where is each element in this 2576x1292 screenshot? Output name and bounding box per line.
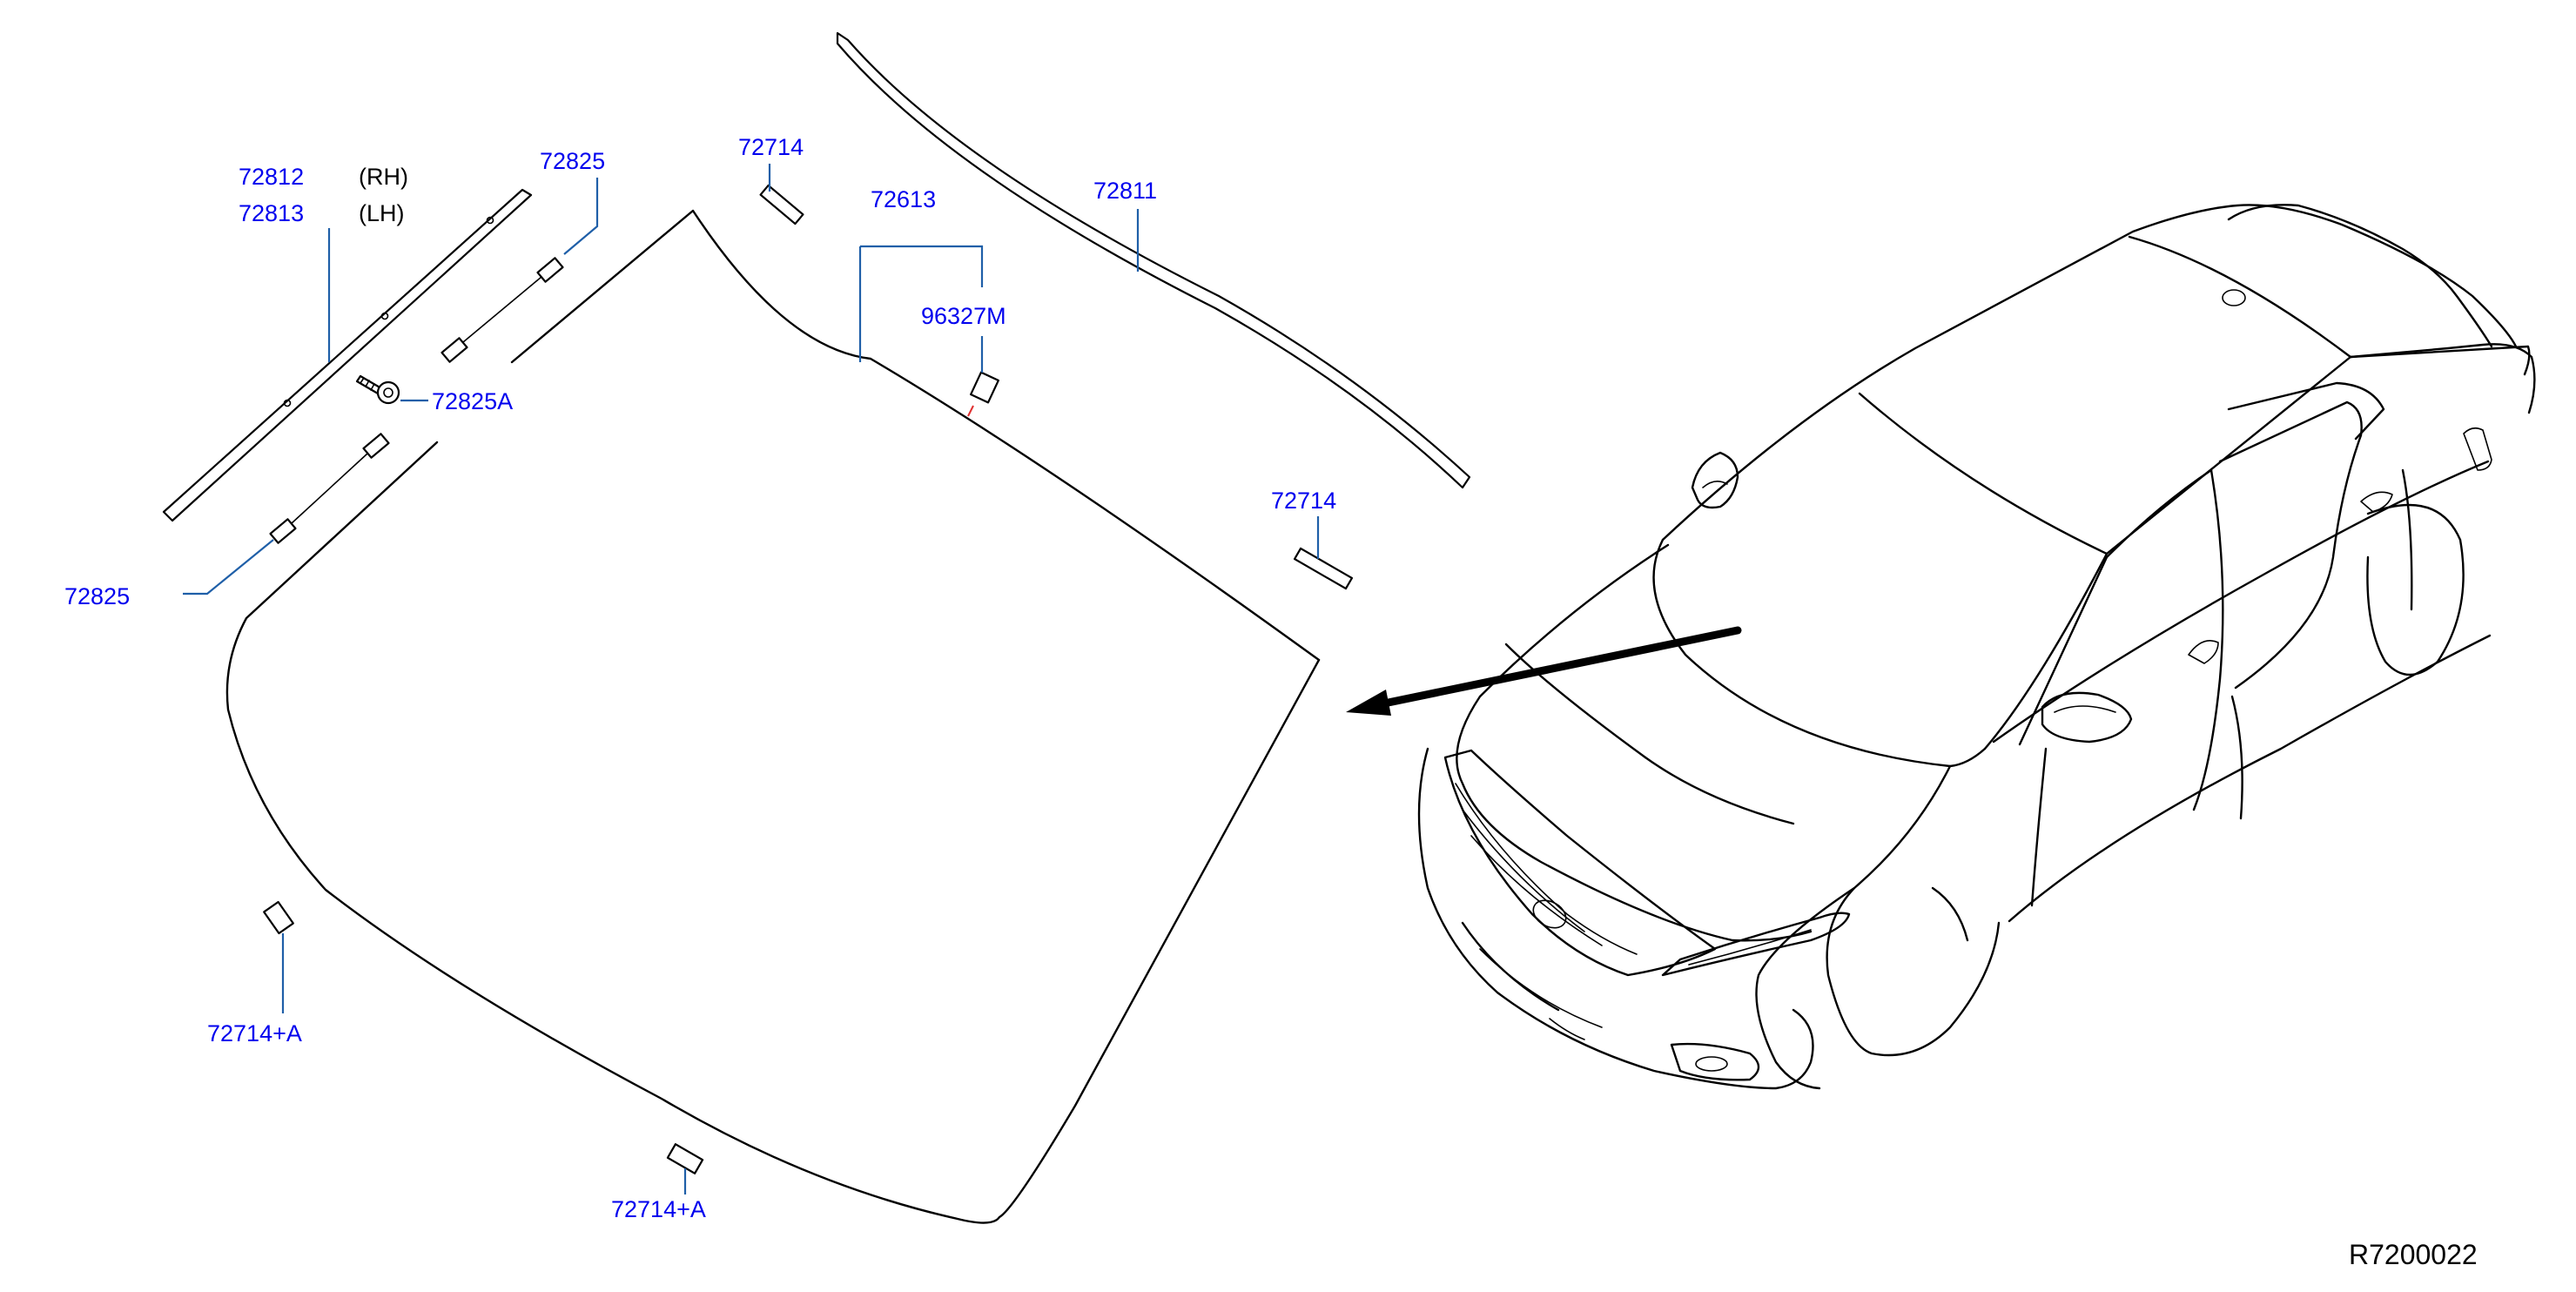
label-72825A: 72825A (432, 388, 513, 414)
label-72825-lower: 72825 (64, 583, 130, 609)
spacer-right (1293, 547, 1354, 590)
label-lh: (LH) (359, 200, 405, 226)
spacer-left-bottom (263, 900, 294, 935)
side-molding (162, 188, 533, 522)
label-96327M: 96327M (921, 303, 1006, 329)
label-72813: 72813 (239, 200, 304, 226)
diagram-code: R7200022 (2349, 1239, 2478, 1270)
spacer-bottom (666, 1143, 704, 1174)
sedan-illustration (1417, 204, 2536, 1090)
rain-sensor (967, 371, 999, 417)
label-72714A-bottom: 72714+A (611, 1196, 706, 1222)
label-72825-upper: 72825 (540, 148, 605, 174)
label-72714-top: 72714 (738, 134, 804, 160)
label-rh: (RH) (359, 164, 408, 190)
leader-lines (183, 164, 1320, 1194)
label-72812: 72812 (239, 164, 304, 190)
top-molding (836, 31, 1471, 489)
direction-arrow (1346, 626, 1742, 716)
spacer-top (759, 184, 804, 225)
clip-lower (269, 433, 390, 544)
label-72714A-left: 72714+A (207, 1020, 302, 1046)
callout-labels: 72812 (RH) 72813 (LH) 72825 72825A 72825… (64, 134, 2478, 1270)
windshield-glass (225, 209, 1321, 1224)
label-72714-right: 72714 (1271, 488, 1336, 514)
bolt (355, 374, 400, 405)
label-72613: 72613 (871, 186, 936, 212)
label-72811: 72811 (1093, 178, 1157, 204)
clip-upper (441, 257, 564, 363)
